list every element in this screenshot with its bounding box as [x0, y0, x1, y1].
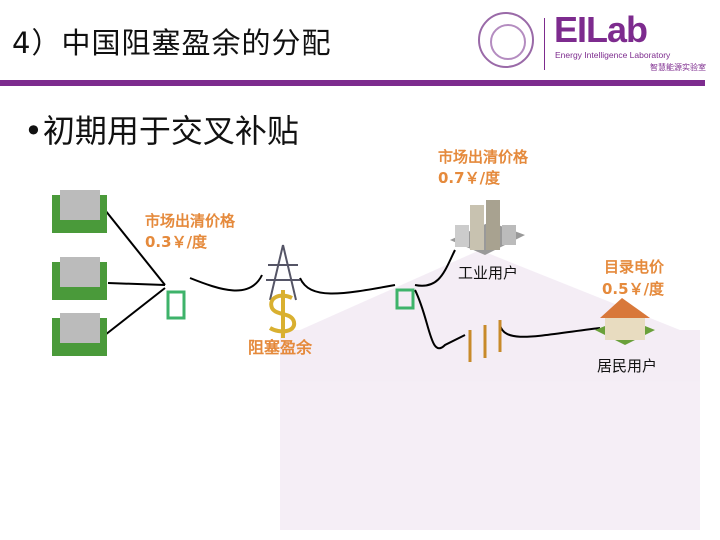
dollar-sign-icon: [268, 290, 297, 338]
power-lines: [104, 209, 601, 349]
congestion-surplus-label: 阻塞盈余: [248, 338, 313, 357]
transmission-tower-icon: [266, 244, 300, 301]
transformer-icon: [166, 288, 415, 320]
gen-price: 0.3￥/度: [145, 233, 208, 251]
header-divider: [0, 80, 705, 86]
eilab-logo: EILab: [554, 9, 648, 50]
residential-user-label: 居民用户: [597, 357, 658, 375]
logo-cn: 智慧能源实验室: [650, 63, 706, 72]
industrial-price-label: 市场出清价格: [438, 148, 529, 166]
page-title: 4）中国阻塞盈余的分配: [12, 26, 332, 60]
industrial-buildings-icon: [450, 200, 525, 255]
logo-subtitle: Energy Intelligence Laboratory: [555, 50, 671, 60]
industrial-price: 0.7￥/度: [438, 169, 501, 187]
university-seal-logo: [478, 12, 534, 68]
residential-price-label: 目录电价: [604, 258, 665, 276]
power-plant-icon: [52, 190, 107, 356]
background-building-watermark: [280, 250, 700, 530]
bullet-text: •初期用于交叉补贴: [24, 112, 299, 150]
residential-price: 0.5￥/度: [602, 280, 665, 298]
house-icon: [595, 298, 655, 345]
industrial-user-label: 工业用户: [458, 264, 519, 282]
utility-poles-icon: [468, 320, 502, 362]
logo-divider: [544, 18, 545, 70]
gen-price-label: 市场出清价格: [145, 212, 236, 230]
